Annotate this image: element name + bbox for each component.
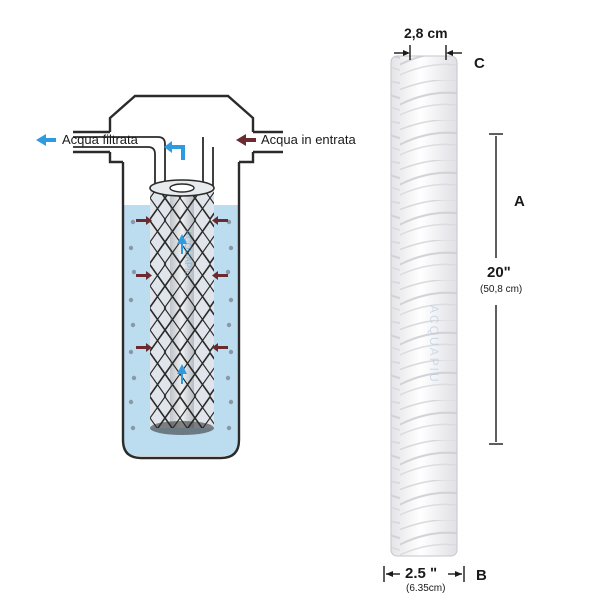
flow-arrows <box>36 134 256 384</box>
top-diameter-label: 2,8 cm <box>404 25 448 41</box>
marker-c: C <box>474 55 485 72</box>
outlet-label: Acqua filtrata <box>62 132 138 147</box>
svg-text:ACQUAPIU: ACQUAPIU <box>427 305 441 384</box>
housing-head <box>73 94 283 164</box>
marker-b: B <box>476 567 487 584</box>
marker-a: A <box>514 193 525 210</box>
length-cm-label: (50,8 cm) <box>480 284 523 295</box>
base-diameter-cm-label: (6.35cm) <box>406 583 446 594</box>
length-inches-label: 20ʺ <box>487 264 511 281</box>
length-dimension <box>489 133 503 445</box>
string-wound-cartridge: ACQUAPIU <box>390 55 458 557</box>
base-diameter-label: 2.5 ʺ <box>405 565 438 582</box>
base-diameter-dimension <box>383 566 465 582</box>
filter-cartridge-cutaway: ACQUAPIU <box>149 179 215 435</box>
svg-text:ACQUAPIU: ACQUAPIU <box>183 230 193 277</box>
top-diameter-dimension <box>394 45 462 60</box>
inlet-label: Acqua in entrata <box>261 132 356 147</box>
outlet-pipe <box>73 136 214 188</box>
